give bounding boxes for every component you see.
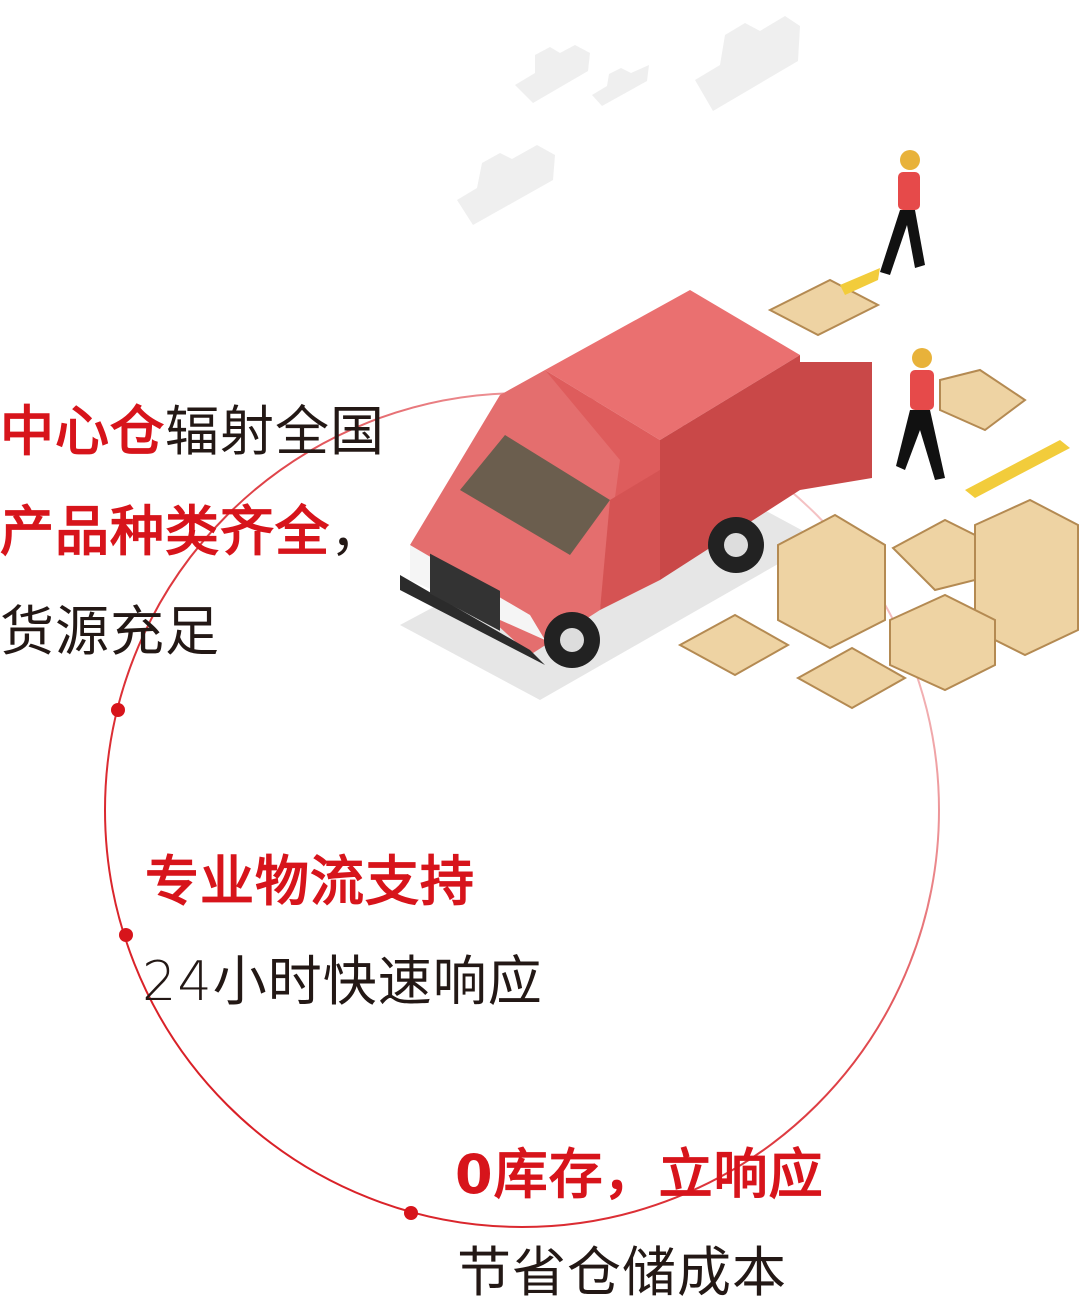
punctuation-text: ， <box>330 500 385 563</box>
feature-title-inventory: 0库存，立响应 <box>455 1143 824 1206</box>
feature-subtitle-inventory: 节省仓储成本 <box>457 1241 787 1304</box>
pallet-stack-illustration <box>677 278 1079 710</box>
body-text: 货源充足 <box>0 600 220 663</box>
worker-illustration <box>840 150 1070 498</box>
highlight-text: 产品种类齐全 <box>0 500 330 563</box>
timeline-dot <box>119 928 133 942</box>
headline-line-1: 中心仓辐射全国 <box>0 402 385 462</box>
delivery-truck-illustration <box>400 290 872 700</box>
timeline-dot <box>111 703 125 717</box>
cloud-icon <box>457 16 800 225</box>
feature-title-logistics: 专业物流支持 <box>145 850 475 913</box>
timeline-dot <box>404 1206 418 1220</box>
body-text: 辐射全国 <box>165 400 385 463</box>
headline-line-2: 产品种类齐全， <box>0 502 385 562</box>
highlight-text: 中心仓 <box>0 400 165 463</box>
headline-line-3: 货源充足 <box>0 602 220 662</box>
feature-subtitle-logistics: 24小时快速响应 <box>142 950 543 1013</box>
